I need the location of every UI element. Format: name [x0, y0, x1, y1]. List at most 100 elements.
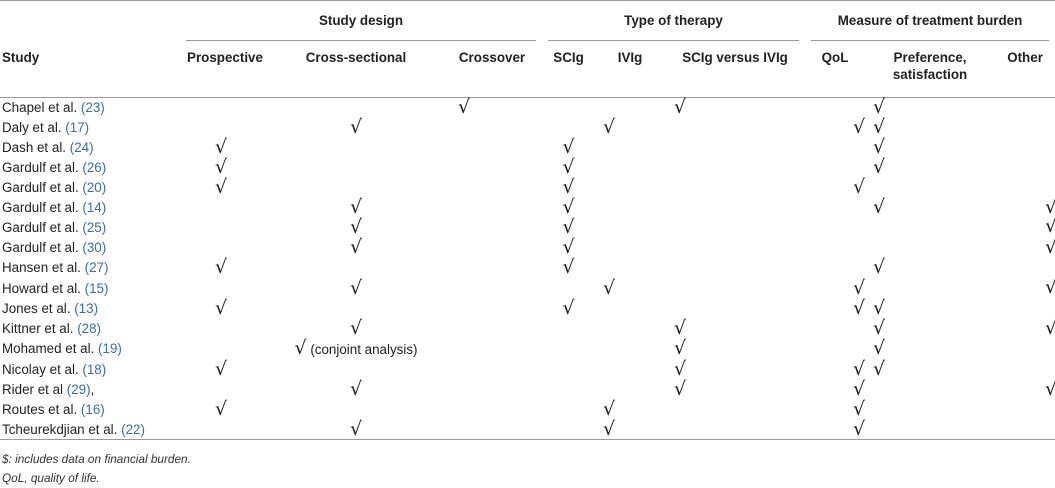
check-cell — [995, 178, 1055, 198]
column-header: QoL — [805, 41, 866, 98]
check-mark: √ — [873, 155, 886, 178]
reference-link[interactable]: (23) — [80, 100, 105, 115]
reference-link[interactable]: (14) — [82, 199, 107, 215]
table-row: Gardulf et al. (20)√√√ — [0, 177, 1055, 198]
check-mark: √ — [873, 115, 886, 138]
study-name: Howard et al. — [2, 280, 85, 296]
check-mark: √ — [853, 115, 866, 138]
check-cell: √ — [805, 298, 865, 319]
table-row: Nicolay et al. (18)√√√√ — [0, 357, 1055, 380]
check-mark: √ — [1045, 276, 1055, 299]
check-cell: √ — [865, 318, 995, 339]
column-header: Preference, satisfaction — [865, 41, 996, 98]
reference-link[interactable]: (30) — [82, 240, 107, 256]
check-cell — [665, 258, 805, 278]
reference-link[interactable]: (25) — [82, 219, 107, 235]
reference-link[interactable]: (16) — [80, 401, 105, 417]
check-mark: √ — [562, 256, 575, 279]
reference-link[interactable]: (24) — [69, 139, 94, 155]
reference-link[interactable]: (13) — [74, 301, 99, 317]
check-mark: √ — [215, 155, 228, 178]
table-row: Mohamed et al. (19)√ (conjoint analysis)… — [0, 338, 1055, 360]
study-name: Gardulf et al. — [2, 240, 83, 256]
table-row: Jones et al. (13)√√√√ — [0, 297, 1055, 320]
check-cell — [665, 238, 805, 258]
check-mark: √ — [853, 397, 866, 420]
check-mark: √ — [603, 115, 616, 138]
study-name: Tcheurekdjian et al. — [2, 421, 122, 437]
check-cell — [865, 278, 995, 299]
check-mark: √ — [562, 236, 575, 259]
check-mark: √ — [603, 417, 616, 440]
column-header: IVIg — [595, 41, 666, 98]
check-cell — [665, 299, 805, 319]
check-mark: √ — [853, 417, 866, 440]
check-cell: √ — [865, 338, 995, 360]
check-cell — [595, 178, 665, 198]
check-mark: √ — [458, 96, 471, 118]
check-cell: √ — [270, 419, 442, 441]
check-cell: √ — [995, 197, 1055, 218]
reference-link[interactable]: (15) — [84, 280, 109, 296]
check-mark: √ — [873, 297, 886, 320]
check-cell: √ — [995, 237, 1055, 258]
check-cell: √ — [865, 115, 995, 138]
study-name-cell: Howard et al. (15) — [0, 278, 180, 299]
check-mark: √ — [1045, 377, 1055, 400]
check-cell: √ — [595, 278, 665, 299]
table-row: Hansen et al. (27) √ √ √ — [0, 256, 1055, 279]
check-cell — [995, 419, 1055, 441]
reference-link[interactable]: (26) — [82, 159, 107, 175]
check-mark: √ — [853, 377, 866, 400]
check-cell — [542, 98, 595, 118]
table-row: Chapel et al. (23)√√√ — [0, 96, 1055, 118]
check-cell — [665, 217, 805, 238]
check-mark: √ — [873, 256, 886, 279]
check-cell — [595, 299, 665, 319]
check-cell — [442, 258, 542, 278]
study-name: Gardulf et al. — [2, 219, 83, 235]
check-cell — [995, 360, 1055, 380]
study-name-cell: Hansen et al. (27) — [0, 258, 180, 278]
studies-table: Study design Type of therapy Measure of … — [0, 0, 1055, 441]
check-mark: √ — [873, 135, 886, 158]
check-cell: √ — [595, 115, 665, 138]
check-mark: √ — [873, 357, 886, 380]
check-cell — [270, 258, 442, 278]
group-header-study-design: Study design — [180, 0, 543, 41]
check-cell — [595, 339, 665, 360]
study-name: Kittner et al. — [2, 320, 78, 336]
reference-link[interactable]: (20) — [82, 179, 107, 195]
reference-link[interactable]: (22) — [121, 421, 145, 437]
check-mark: √ — [674, 357, 687, 380]
check-mark: √ — [562, 215, 575, 238]
check-cell: √ — [665, 379, 805, 400]
reference-link[interactable]: (18) — [82, 361, 107, 377]
study-name: Hansen et al. — [2, 260, 85, 276]
check-cell — [595, 238, 665, 258]
study-name-cell: Mohamed et al. (19) — [0, 339, 180, 360]
reference-link[interactable]: (17) — [65, 119, 90, 135]
check-cell — [270, 360, 442, 380]
check-cell: √ — [542, 157, 595, 178]
check-cell: √ — [270, 117, 442, 138]
check-cell: √ — [865, 297, 995, 320]
check-mark: √ — [215, 256, 228, 279]
check-cell — [442, 360, 542, 380]
reference-link[interactable]: (29) — [66, 381, 91, 397]
reference-link[interactable]: (19) — [98, 341, 122, 357]
check-cell — [995, 158, 1055, 178]
reference-link[interactable]: (28) — [77, 320, 102, 336]
check-cell: √ — [442, 96, 542, 118]
check-mark: √ — [562, 297, 575, 320]
check-cell — [542, 118, 595, 138]
column-header: Prospective — [180, 41, 270, 98]
check-cell — [995, 339, 1055, 360]
check-cell — [595, 360, 665, 380]
check-cell — [595, 380, 665, 400]
reference-link[interactable]: (27) — [84, 260, 109, 276]
check-cell — [995, 258, 1055, 278]
check-cell — [665, 400, 805, 420]
check-cell — [595, 158, 665, 178]
